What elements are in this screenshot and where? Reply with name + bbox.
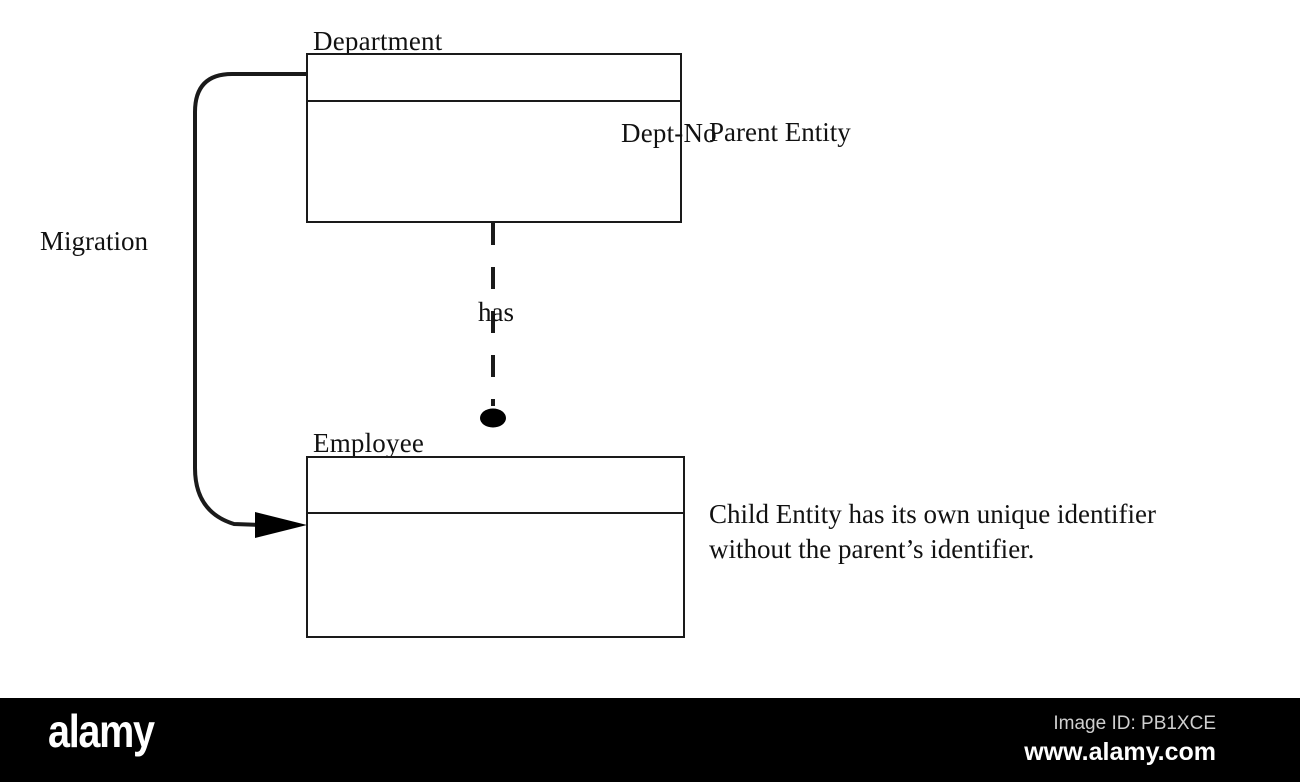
department-key-divider xyxy=(308,100,680,102)
cardinality-dot-icon xyxy=(480,408,506,428)
child-entity-annotation-line-1: Child Entity has its own unique identifi… xyxy=(709,499,1156,529)
watermark-bar xyxy=(0,698,1300,782)
employee-key-divider xyxy=(308,512,683,514)
department-entity-box[interactable]: Dept-No xyxy=(306,53,717,223)
employee-entity-title: Employee xyxy=(313,428,425,458)
migration-label: Migration xyxy=(40,226,148,256)
alamy-url-text: www.alamy.com xyxy=(1024,738,1216,766)
alamy-logo: alamy xyxy=(48,705,155,757)
department-primary-key: Dept-No xyxy=(621,118,717,148)
image-id-text: Image ID: PB1XCE xyxy=(1053,713,1216,734)
migration-arrowhead-icon xyxy=(255,512,307,538)
department-entity-title: Department xyxy=(313,26,443,56)
er-diagram-canvas: Department Dept-No Employee Emp-Id Dept-… xyxy=(40,26,1156,638)
child-entity-annotation-line-2: without the parent’s identifier. xyxy=(709,534,1035,564)
migration-path xyxy=(193,72,306,527)
employee-entity-box[interactable]: Emp-Id Dept-No (FK) xyxy=(306,456,685,638)
parent-entity-annotation: Parent Entity xyxy=(709,117,851,147)
relationship-label: has xyxy=(478,297,514,327)
child-entity-annotation: Child Entity has its own unique identifi… xyxy=(709,497,1156,567)
